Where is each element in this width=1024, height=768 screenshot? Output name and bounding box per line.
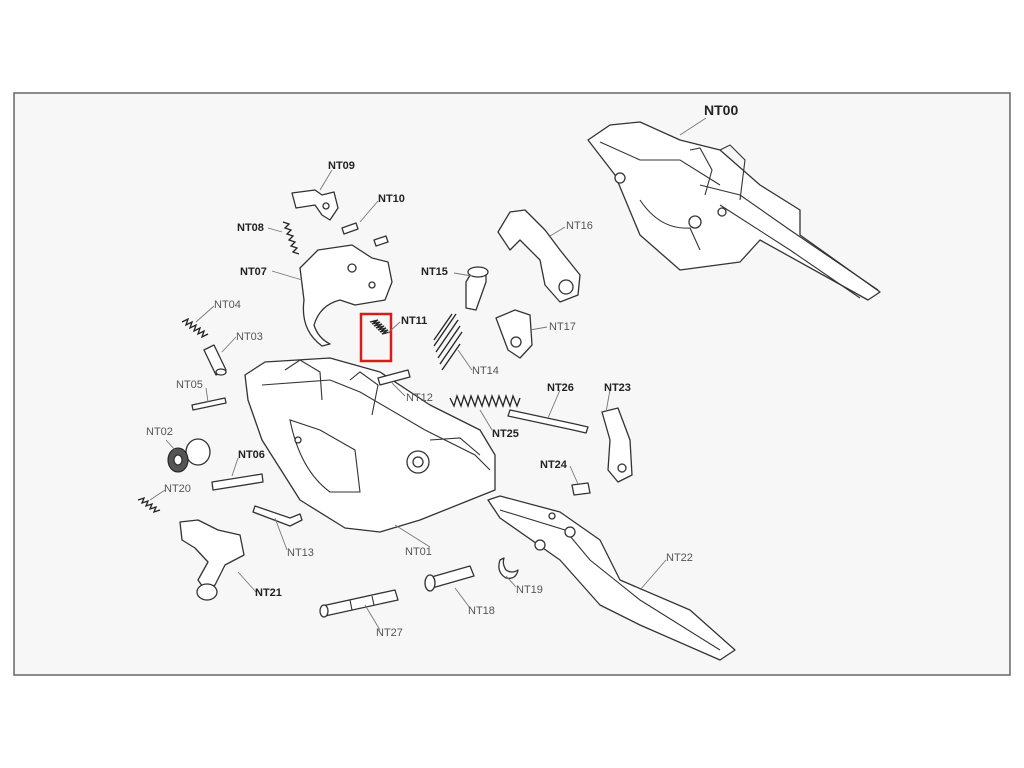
part-nt16-hammer xyxy=(497,209,581,303)
label-nt18: NT18 xyxy=(468,605,495,617)
label-nt25: NT25 xyxy=(492,428,519,440)
label-nt15: NT15 xyxy=(421,266,448,278)
label-nt22: NT22 xyxy=(666,552,693,564)
label-nt16: NT16 xyxy=(566,220,593,232)
label-nt19: NT19 xyxy=(516,584,543,596)
label-nt03: NT03 xyxy=(236,331,263,343)
label-nt17: NT17 xyxy=(549,321,576,333)
part-nt00-assembly xyxy=(587,121,881,301)
label-nt20: NT20 xyxy=(164,483,191,495)
part-nt23-hook xyxy=(601,407,633,483)
label-nt12: NT12 xyxy=(406,392,433,404)
part-nt21-lever xyxy=(179,519,245,601)
label-nt26: NT26 xyxy=(547,382,574,394)
diagram-frame xyxy=(13,92,1011,676)
part-nt09-sear xyxy=(291,189,339,221)
part-nt19-clip xyxy=(498,557,519,579)
part-nt12-pin xyxy=(377,369,411,386)
label-nt21: NT21 xyxy=(255,587,282,599)
part-nt13-pin xyxy=(252,505,303,527)
label-nt27: NT27 xyxy=(376,627,403,639)
label-nt23: NT23 xyxy=(604,382,631,394)
part-nt03-pin xyxy=(203,344,227,376)
part-nt26-rod xyxy=(507,409,589,434)
part-nt04-spring xyxy=(181,317,209,339)
part-nt10-pins xyxy=(341,222,389,247)
label-nt14: NT14 xyxy=(472,365,499,377)
label-nt04: NT04 xyxy=(214,299,241,311)
label-nt01: NT01 xyxy=(405,546,432,558)
part-nt06-pin xyxy=(211,473,264,491)
part-nt20-spring xyxy=(137,496,161,514)
part-nt22-rail xyxy=(487,495,736,661)
label-nt11: NT11 xyxy=(401,315,427,327)
nt11-highlight-box xyxy=(359,312,393,363)
part-nt08-spring xyxy=(282,221,300,255)
part-nt11-spring xyxy=(369,319,391,335)
part-nt27-pin xyxy=(319,589,399,618)
label-nt07: NT07 xyxy=(240,266,267,278)
part-nt15-plunger xyxy=(465,266,489,311)
part-nt18-sleeve xyxy=(424,565,475,592)
part-nt07-trigger xyxy=(299,244,393,347)
part-nt17-disconnector xyxy=(495,309,533,359)
label-nt08: NT08 xyxy=(237,222,264,234)
label-nt00: NT00 xyxy=(704,102,738,118)
part-nt25-spring xyxy=(449,394,521,408)
label-nt09: NT09 xyxy=(328,160,355,172)
label-nt02: NT02 xyxy=(146,426,173,438)
part-nt01-housing xyxy=(244,357,496,533)
label-nt06: NT06 xyxy=(238,449,265,461)
label-nt13: NT13 xyxy=(287,547,314,559)
part-nt05-pin xyxy=(191,397,227,411)
part-nt24-bushing xyxy=(571,482,591,496)
part-nt14-spring xyxy=(433,313,463,371)
part-nt02-knob xyxy=(167,438,211,473)
label-nt05: NT05 xyxy=(176,379,203,391)
label-nt10: NT10 xyxy=(378,193,405,205)
leader-lines xyxy=(149,117,707,631)
label-nt24: NT24 xyxy=(540,459,568,471)
